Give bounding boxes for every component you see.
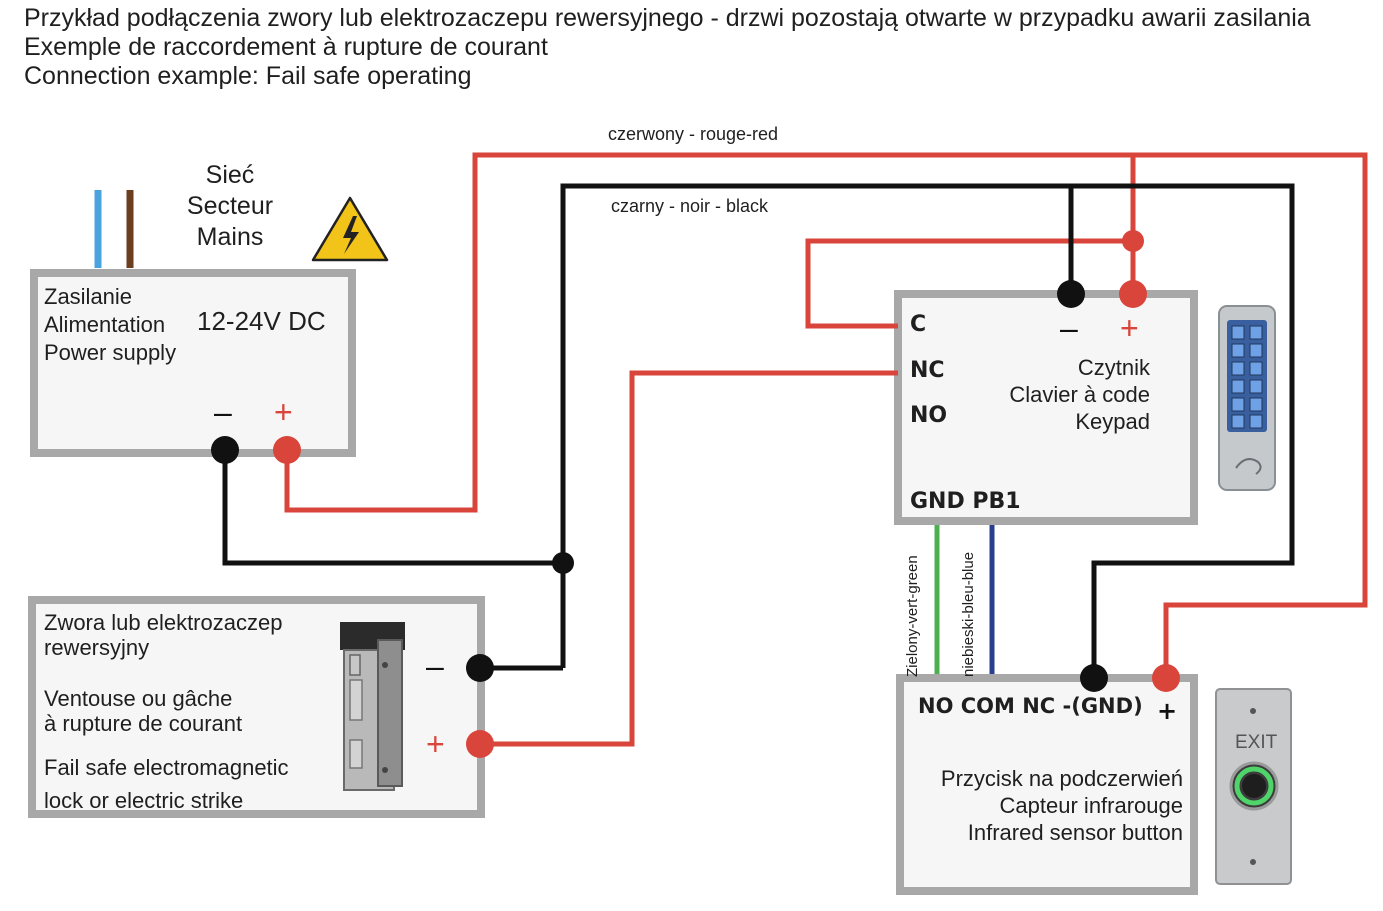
black-wire-psu-minus [222, 450, 563, 566]
keypad-device-icon [1218, 305, 1276, 491]
lock-label-fr: Ventouse ou gâche à rupture de courant [44, 686, 242, 736]
red-junction-dot [1122, 230, 1144, 252]
page-title: Przykład podłączenia zwory lub elektroza… [24, 4, 1364, 91]
keypad-box [894, 290, 1198, 525]
keypad-label: Czytnik Clavier à code Keypad [960, 354, 1150, 435]
blue-wire-label: niebieski-bleu-blue [960, 551, 977, 677]
power-supply-label: Zasilanie Alimentation Power supply [44, 283, 176, 367]
black-junction-dot [552, 552, 574, 574]
lock-plus-terminal [466, 730, 494, 758]
psu-minus-sign: – [214, 394, 232, 430]
keypad-label-en: Keypad [1075, 409, 1150, 434]
lock-plus-sign: + [426, 726, 445, 762]
mains-label-pl: Sieć [205, 161, 255, 189]
power-supply-label-pl: Zasilanie [44, 284, 133, 309]
keypad-terminal-no: NO [910, 403, 948, 428]
mains-label: Sieć Secteur Mains [170, 160, 290, 253]
black-wire-label: czarny - noir - black [611, 196, 769, 216]
lock-label-pl-2: rewersyjny [44, 635, 150, 660]
mains-label-fr: Secteur [186, 192, 274, 220]
title-line-pl: Przykład podłączenia zwory lub elektroza… [24, 4, 1311, 32]
high-voltage-warning-icon [311, 196, 389, 262]
green-wire-label: Zielony-vert-green [904, 555, 921, 677]
exit-plus-sign: + [1157, 697, 1178, 725]
exit-device-text: EXIT [1235, 732, 1278, 753]
exit-button-label: Przycisk na podczerwień Capteur infrarou… [900, 765, 1183, 846]
mains-label-en: Mains [196, 223, 264, 251]
keypad-terminals-gnd-pb1: GND PB1 [910, 489, 1021, 514]
lock-label-en: Fail safe electromagnetic lock or electr… [44, 751, 289, 817]
exit-terminals: NO COM NC -(GND) [918, 694, 1143, 718]
red-wire-label: czerwony - rouge-red [608, 124, 779, 144]
lock-minus-sign: – [426, 648, 444, 684]
lock-minus-terminal [466, 654, 494, 682]
lock-label-fr-2: à rupture de courant [44, 711, 243, 736]
lock-label-fr-1: Ventouse ou gâche [44, 686, 233, 711]
keypad-plus-sign: + [1120, 310, 1139, 346]
keypad-label-pl: Czytnik [1077, 355, 1150, 380]
red-wire-lock-plus [480, 370, 898, 747]
power-supply-label-en: Power supply [44, 340, 177, 365]
keypad-plus-terminal [1119, 280, 1147, 308]
title-line-fr: Exemple de raccordement à rupture de cou… [24, 33, 548, 61]
power-supply-label-fr: Alimentation [44, 312, 166, 337]
red-wire-keypad-c [805, 238, 1133, 329]
red-wire-main [284, 152, 1368, 678]
lock-box [28, 596, 485, 818]
title-line-en: Connection example: Fail safe operating [24, 62, 472, 90]
lock-label-pl-1: Zwora lub elektrozaczep [44, 610, 283, 635]
keypad-minus-terminal [1057, 280, 1085, 308]
exit-gnd-terminal [1080, 664, 1108, 692]
lock-label-en-1: Fail safe electromagnetic [44, 755, 289, 780]
exit-button-label-fr: Capteur infrarouge [999, 793, 1183, 818]
keypad-terminal-c: C [910, 312, 927, 337]
electric-strike-icon [340, 622, 405, 791]
exit-button-label-pl: Przycisk na podczerwień [940, 766, 1183, 791]
lock-label: Zwora lub elektrozaczep rewersyjny [44, 610, 282, 660]
exit-plus-terminal [1152, 664, 1180, 692]
psu-plus-terminal [273, 436, 301, 464]
keypad-terminal-nc: NC [910, 358, 945, 383]
keypad-minus-sign: – [1060, 310, 1078, 346]
black-wire-main [560, 183, 1295, 678]
exit-button-label-en: Infrared sensor button [967, 820, 1183, 845]
exit-button-device-icon [1215, 688, 1292, 885]
power-supply-voltage: 12-24V DC [197, 306, 326, 336]
keypad-label-fr: Clavier à code [1009, 382, 1150, 407]
exit-button-box [896, 674, 1198, 895]
power-supply-box [30, 269, 356, 457]
psu-minus-terminal [211, 436, 239, 464]
psu-plus-sign: + [274, 394, 293, 430]
lock-label-en-2: lock or electric strike [44, 788, 244, 813]
